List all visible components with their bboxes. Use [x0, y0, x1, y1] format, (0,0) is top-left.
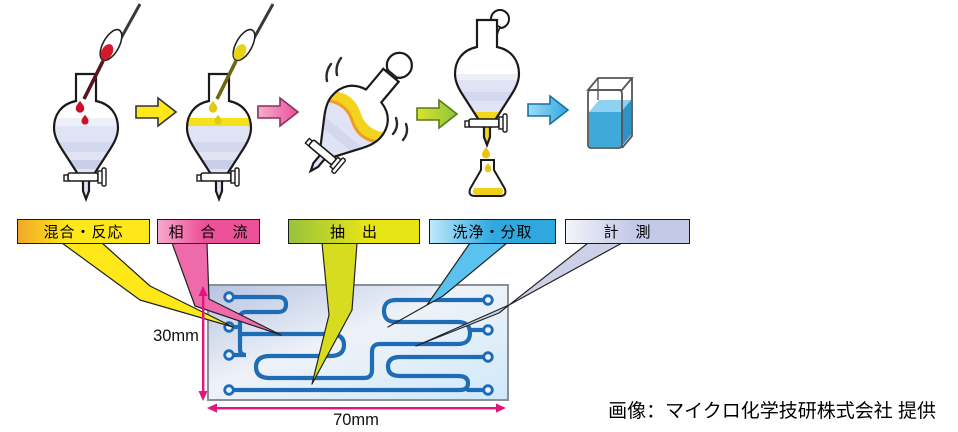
step-arrow-2-icon	[257, 97, 299, 127]
chip-height-label: 30mm	[153, 327, 199, 345]
separating-funnel-confluence-icon	[185, 3, 275, 201]
label-washing-fractionation: 洗浄・分取	[429, 219, 556, 244]
yellow-drop-icon	[482, 147, 490, 159]
dimension-arrow-width	[207, 403, 506, 413]
pipette-red-icon	[82, 3, 142, 100]
chip-dimensions: 30mm 70mm	[153, 286, 506, 429]
erlenmeyer-flask-icon	[468, 159, 507, 197]
label-measurement: 計 測	[565, 219, 690, 244]
step-arrow-3-icon	[416, 99, 458, 129]
chip-ports	[223, 291, 494, 396]
label-extraction: 抽 出	[288, 219, 420, 244]
chip-channels	[227, 294, 489, 393]
motion-lines-icon	[325, 56, 409, 142]
separating-funnel-mixing-icon	[52, 3, 142, 201]
pipette-yellow-icon	[215, 3, 275, 100]
chip-width-label: 70mm	[333, 411, 379, 429]
cuvette-icon	[586, 77, 634, 149]
separating-funnel-shaking-icon	[285, 51, 417, 193]
image-credit-text: 画像：マイクロ化学技研株式会社 提供	[608, 401, 936, 422]
step-arrow-4-icon	[527, 95, 569, 125]
dimension-arrow-height	[198, 286, 208, 401]
microfluidic-chip	[207, 284, 509, 401]
step-arrow-1-icon	[135, 97, 177, 127]
label-phase-confluence: 相 合 流	[157, 219, 260, 244]
shaken-yellow-band	[327, 91, 385, 142]
separating-funnel-draining-icon	[453, 9, 521, 197]
label-mixing-reaction: 混合・反応	[17, 219, 150, 244]
